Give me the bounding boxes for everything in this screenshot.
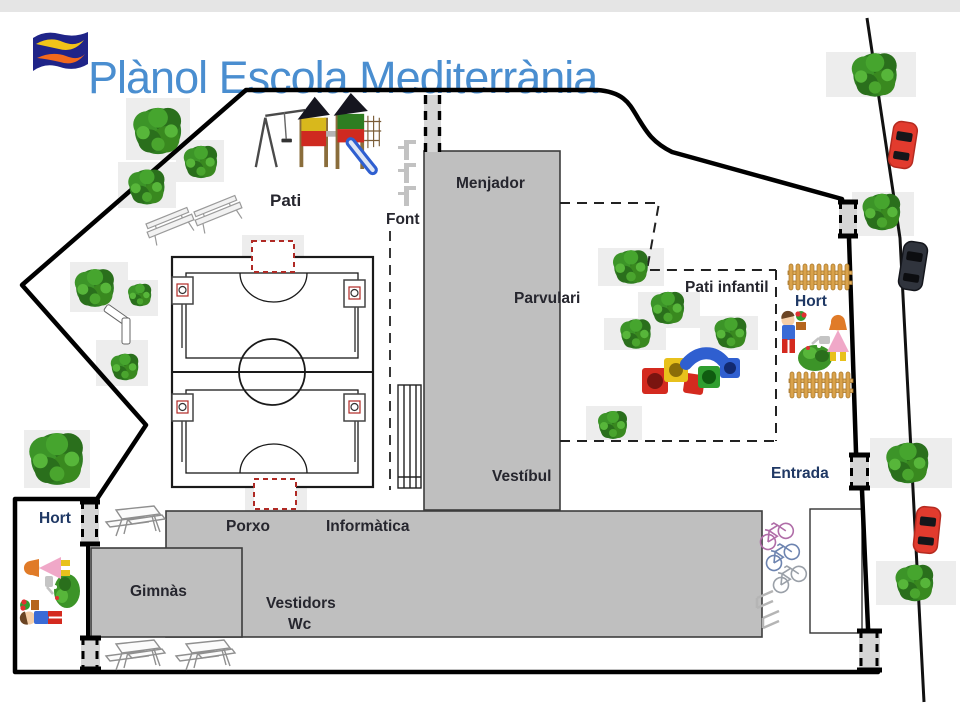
label-wc: Wc <box>288 616 312 633</box>
picnic-table-icon <box>105 505 166 537</box>
label-font: Font <box>386 211 420 228</box>
basketball-hoop-icon <box>343 393 366 422</box>
gate-top-menjador <box>423 95 442 152</box>
label-pati-infantil: Pati infantil <box>685 279 769 296</box>
drinking-fountain-icon <box>398 140 416 206</box>
basketball-hoop-icon <box>171 276 194 305</box>
label-vestibul: Vestíbul <box>492 468 552 485</box>
tree-icon <box>74 269 114 307</box>
tree-icon <box>862 193 901 231</box>
sports-courts <box>170 255 375 489</box>
label-pati: Pati <box>270 191 302 210</box>
building-bottom <box>165 510 763 638</box>
label-entrada: Entrada <box>771 465 829 482</box>
tree-icon <box>851 53 897 97</box>
bike-rack-icon <box>755 589 780 630</box>
gate-right-top <box>838 199 858 239</box>
tree-icon <box>29 433 83 485</box>
tree-icon <box>714 317 747 349</box>
playground-icon <box>254 93 382 176</box>
bleachers <box>397 384 422 489</box>
car-black-icon <box>897 240 929 292</box>
building-central <box>423 150 561 511</box>
basketball-hoop-icon <box>343 279 366 308</box>
tree-icon <box>133 107 182 155</box>
label-gimnas: Gimnàs <box>130 583 187 600</box>
fence-icon <box>787 263 853 291</box>
tree-icon <box>886 442 929 484</box>
gate-hort-top <box>80 499 100 547</box>
white-planks <box>103 304 131 345</box>
building-gimnas <box>90 547 243 638</box>
tree-icon <box>650 291 685 325</box>
fence-icon <box>788 371 854 399</box>
label-menjador: Menjador <box>456 175 525 192</box>
entrance-yard-rect <box>809 508 863 634</box>
bicycle-icon <box>759 536 803 575</box>
tree-icon <box>598 411 627 439</box>
label-hort-left: Hort <box>39 510 71 527</box>
label-porxo: Porxo <box>226 518 270 535</box>
gate-right-bottom <box>857 628 882 673</box>
picnic-table-icon <box>105 639 166 671</box>
tree-icon <box>128 283 152 307</box>
car-red-icon <box>887 120 919 170</box>
car-red-icon <box>912 505 942 555</box>
picnic-table-icon <box>175 639 236 671</box>
label-hort-right: Hort <box>795 293 827 310</box>
label-informatica: Informàtica <box>326 518 410 535</box>
page-title: Plànol Escola Mediterrània <box>88 52 598 104</box>
gate-right-middle <box>849 452 870 491</box>
tree-icon <box>613 250 648 284</box>
parvulari-pati-infantil-dashed-boundary <box>560 202 777 442</box>
goal-box-bottom <box>253 478 297 510</box>
slide-top-margin <box>0 0 960 12</box>
school-logo-icon <box>33 32 88 71</box>
tree-icon <box>183 145 218 179</box>
bench-icon <box>191 194 247 236</box>
tree-icon <box>895 564 934 602</box>
label-parvulari: Parvulari <box>514 290 581 307</box>
basketball-hoop-icon <box>171 393 194 422</box>
play-tunnel-icon <box>642 347 740 395</box>
bicycle-icon <box>766 558 810 597</box>
goal-box-top <box>251 240 295 273</box>
children-gardening-icon <box>18 555 82 626</box>
gate-hort-bottom <box>80 635 101 672</box>
tree-icon <box>110 353 139 381</box>
tree-icon <box>128 169 165 205</box>
children-gardening-icon <box>780 309 851 373</box>
label-vestidors: Vestidors <box>266 595 336 612</box>
bench-icon <box>143 206 199 248</box>
tree-icon <box>620 319 651 349</box>
